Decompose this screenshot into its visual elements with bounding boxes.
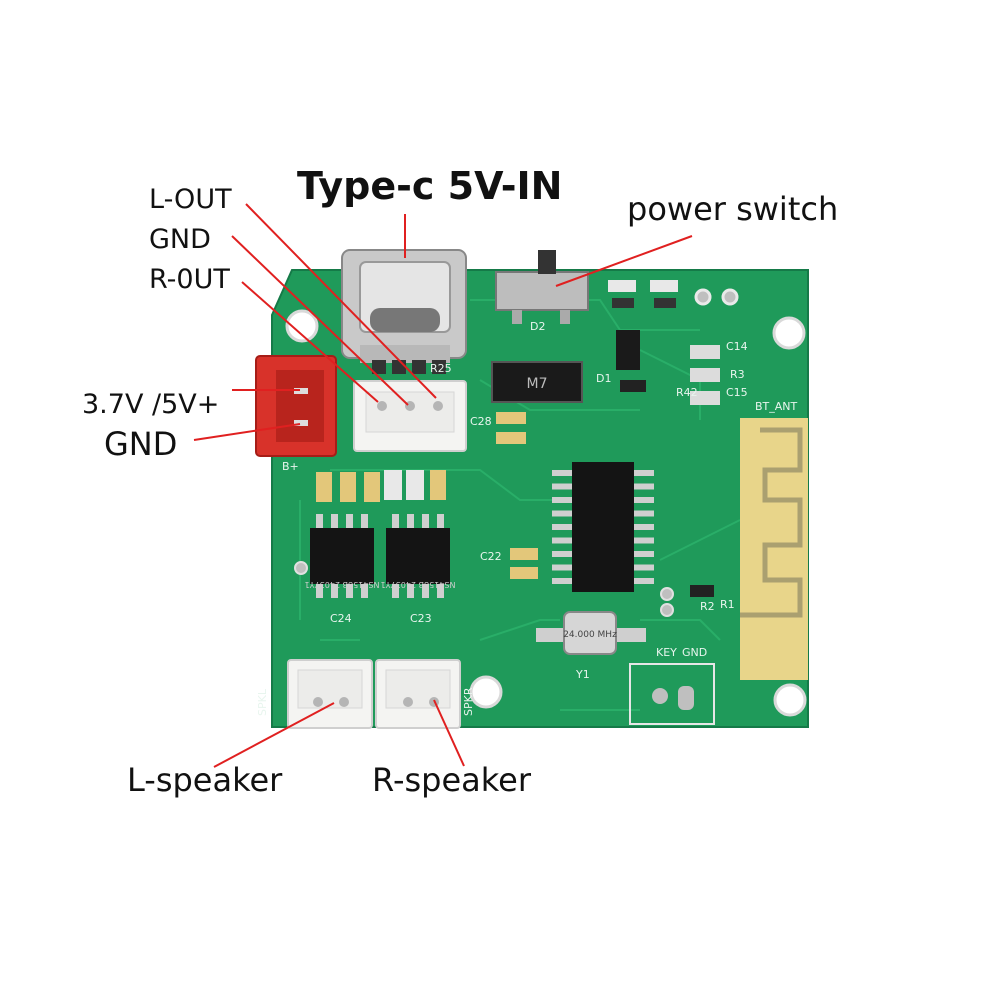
ic-pin <box>634 537 654 544</box>
amp-pin <box>422 584 429 598</box>
silk-key: KEY <box>656 646 677 659</box>
power-switch-part <box>495 250 589 324</box>
label-battery-plus: 3.7V /5V+ <box>82 389 220 420</box>
silk-c28: C28 <box>470 415 492 428</box>
silk-r25: R25 <box>430 362 452 375</box>
silk-b-plus: B+ <box>282 460 299 473</box>
smd-parts <box>316 280 720 597</box>
ic-pin <box>552 578 572 584</box>
silk-r2: R2 <box>700 600 715 613</box>
ic-pin <box>552 551 572 557</box>
ic-pin <box>634 510 654 517</box>
amp-pin <box>346 514 353 528</box>
silk-c22: C22 <box>480 550 502 563</box>
silk-spkl: SPKL <box>256 688 269 716</box>
pointer-gnd-battery <box>193 423 301 441</box>
ic-pin <box>552 524 572 530</box>
ic-pin <box>552 497 572 503</box>
amp-pin <box>422 514 429 528</box>
silk-d2: D2 <box>530 320 545 333</box>
ic-pin <box>552 470 572 476</box>
silk-spkr: SPKR <box>462 687 475 716</box>
amp-chips <box>310 514 450 598</box>
bt-antenna <box>740 418 808 680</box>
crystal-text: 24.000 MHz <box>563 630 617 640</box>
pointer-lines <box>193 203 693 768</box>
ic-pin <box>634 497 654 503</box>
amp-r-text: NS4158B 24037Y1 <box>381 580 456 589</box>
ic-pin <box>634 551 654 557</box>
line-out-connector <box>353 380 467 452</box>
diode-m7: M7 <box>491 361 583 403</box>
pointer-r-speaker <box>433 699 465 767</box>
amp-pin <box>407 584 414 598</box>
silk-c23: C23 <box>410 612 432 625</box>
battery-connector <box>255 355 337 457</box>
ic-pin <box>552 483 572 490</box>
label-l-speaker: L-speaker <box>127 761 283 799</box>
amp-pin <box>392 514 399 528</box>
m7-text: M7 <box>527 376 548 392</box>
amp-pin <box>331 584 338 598</box>
pointer-power-switch <box>555 235 693 287</box>
label-r-speaker: R-speaker <box>372 761 531 799</box>
silk-c15: C15 <box>726 386 748 399</box>
amp-pin <box>437 514 444 528</box>
label-r-out: R-0UT <box>149 264 230 295</box>
pointer-r-out <box>241 281 379 403</box>
silk-r1: R1 <box>720 598 735 611</box>
amp-pin <box>361 514 368 528</box>
silk-y1: Y1 <box>575 668 590 681</box>
silk-d1: D1 <box>596 372 611 385</box>
silk-gnd: GND <box>682 646 707 659</box>
amp-pin <box>346 584 353 598</box>
label-type-c: Type-c 5V-IN <box>297 164 563 208</box>
mounting-holes <box>285 288 807 717</box>
bt-ic <box>552 462 654 592</box>
silk-c24: C24 <box>330 612 352 625</box>
silk-c14: C14 <box>726 340 748 353</box>
amp-pin <box>316 514 323 528</box>
ic-pin <box>634 564 654 571</box>
ic-pin <box>552 537 572 544</box>
label-l-out: L-OUT <box>149 184 232 215</box>
ic-pin <box>634 483 654 490</box>
amp-pin <box>437 584 444 598</box>
pcb-traces <box>299 299 741 711</box>
label-gnd-battery: GND <box>104 425 178 463</box>
amp-pin <box>392 584 399 598</box>
amp-l-text: NS4158B 24037Y1 <box>305 580 380 589</box>
amp-pin <box>361 584 368 598</box>
amp-pin <box>331 514 338 528</box>
amp-pin <box>316 584 323 598</box>
silk-bt-ant: BT_ANT <box>755 400 798 413</box>
ic-pin <box>634 470 654 476</box>
pointer-l-speaker <box>213 702 335 768</box>
silk-r3: R3 <box>730 368 745 381</box>
key-pad <box>629 663 715 725</box>
label-gnd-top: GND <box>149 224 211 255</box>
ic-pin <box>634 578 654 584</box>
silk-r42: R42 <box>676 386 698 399</box>
pointer-l-out <box>245 203 437 399</box>
type-c-connector <box>341 249 467 363</box>
pointer-gnd-top <box>231 235 409 406</box>
crystal: 24.000 MHz <box>536 611 646 655</box>
ic-pin <box>634 524 654 530</box>
ic-pin <box>552 510 572 517</box>
ic-pin <box>552 564 572 571</box>
amp-pin <box>407 514 414 528</box>
label-power-switch: power switch <box>627 190 839 228</box>
